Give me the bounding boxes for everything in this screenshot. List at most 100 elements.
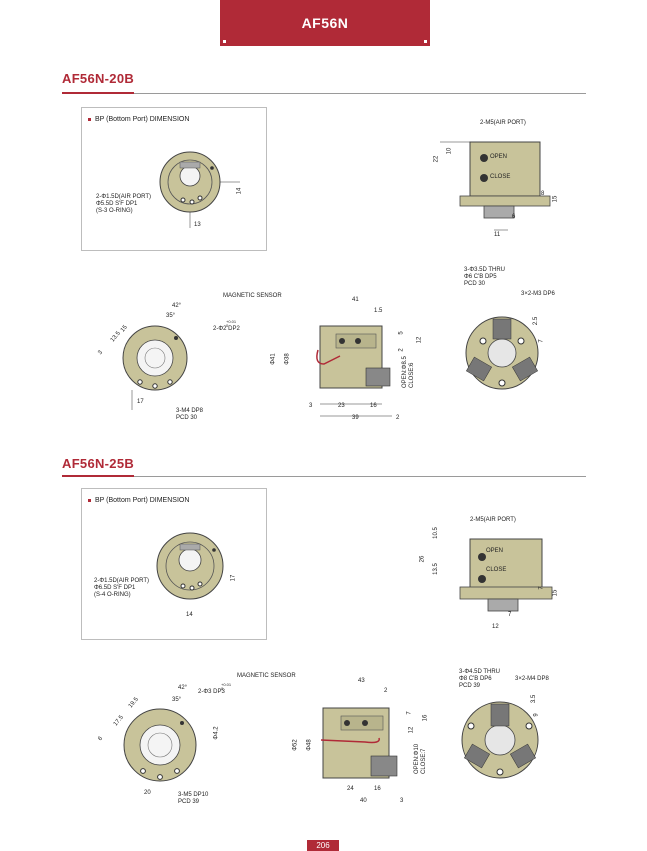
bullet-icon bbox=[88, 499, 91, 502]
section-underline-accent bbox=[62, 92, 134, 94]
left-dim-angle-outer: 42° bbox=[172, 303, 182, 309]
front-dim-6: Φ38 bbox=[284, 353, 291, 365]
front-view-drawing bbox=[316, 325, 392, 417]
port-close-label: CLOSE bbox=[490, 174, 511, 180]
port-open-label: OPEN bbox=[490, 154, 508, 160]
bp-dimension-label: BP (Bottom Port) DIMENSION bbox=[88, 497, 189, 504]
left-dim-angle-inner: 35° bbox=[166, 313, 176, 319]
side-airport-callout: 2-M5(AIR PORT) bbox=[470, 517, 516, 523]
right-thru-callout: 3-Φ4.5D THRU Φ8 C'B DP6 PCD 39 bbox=[459, 669, 501, 689]
left-dim-angle-outer: 42° bbox=[178, 685, 188, 691]
bp-dimension-label: BP (Bottom Port) DIMENSION bbox=[88, 116, 189, 123]
model-header-tab: AF56N bbox=[220, 0, 430, 46]
port-open-label: OPEN bbox=[486, 548, 504, 554]
front-dim-5: Φ52 bbox=[292, 739, 299, 751]
front-dim-9: 40 bbox=[360, 798, 367, 804]
front-dim-8: 23 bbox=[338, 403, 345, 409]
left-dowel-tolerance: +0.01 0 bbox=[221, 682, 232, 691]
side-dim-5: 11 bbox=[494, 232, 501, 238]
bp-dimension-text: BP (Bottom Port) DIMENSION bbox=[95, 116, 190, 123]
side-dim-5: 7 bbox=[508, 612, 512, 618]
left-dowel-callout: 2-Φ3 DP3 bbox=[198, 689, 225, 695]
stroke-label: OPEN:Φ8.5 CLOSE:6 bbox=[402, 356, 415, 388]
left-dowel-tolerance: +0.01 0 bbox=[226, 319, 237, 328]
front-dim-2: 5 bbox=[398, 331, 405, 335]
bp-dimension-text: BP (Bottom Port) DIMENSION bbox=[95, 497, 190, 504]
section-title-20b: AF56N-20B bbox=[62, 71, 135, 86]
left-dowel-callout: 2-Φ2 DP2 bbox=[213, 326, 240, 332]
header-corner-dot-left bbox=[223, 40, 226, 43]
right-view-drawing bbox=[465, 316, 539, 390]
front-dim-2: 7 bbox=[406, 711, 413, 715]
bp-dim-vertical: 14 bbox=[236, 187, 243, 195]
front-dim-9: 16 bbox=[370, 403, 377, 409]
bp-dim-horizontal: 13 bbox=[194, 222, 201, 228]
left-bolt-callout: 3-M5 DP10 PCD 39 bbox=[178, 792, 209, 805]
bp-dim-vertical: 17 bbox=[230, 574, 237, 582]
front-dim-5: Φ41 bbox=[270, 353, 277, 365]
front-dim-0: 43 bbox=[358, 678, 365, 684]
front-dim-8: 16 bbox=[374, 786, 381, 792]
left-view-drawing bbox=[123, 708, 197, 782]
front-dim-10: 3 bbox=[400, 798, 404, 804]
left-dim-3: 17 bbox=[137, 399, 144, 405]
front-dim-7: 24 bbox=[347, 786, 354, 792]
left-dim-2: 3 bbox=[97, 349, 105, 357]
header-corner-dot-right bbox=[424, 40, 427, 43]
bullet-icon bbox=[88, 118, 91, 121]
front-dim-1: 2 bbox=[384, 688, 388, 694]
front-dim-7: 3 bbox=[309, 403, 313, 409]
page-number: 206 bbox=[307, 840, 339, 851]
side-dim-4: 6 bbox=[512, 214, 516, 220]
side-dim-4: 15 bbox=[552, 589, 559, 597]
side-dim-0: 10.5 bbox=[432, 527, 439, 539]
right-dim-0: 3.5 bbox=[531, 694, 538, 704]
right-dim-0: 2.5 bbox=[533, 316, 540, 326]
front-dim-10: 39 bbox=[352, 415, 359, 421]
side-view-drawing bbox=[459, 538, 553, 612]
right-thru-callout: 3-Φ3.5D THRU Φ6 C'B DP5 PCD 30 bbox=[464, 267, 506, 287]
magnetic-sensor-label: MAGNETIC SENSOR bbox=[223, 293, 282, 299]
bp-dim-horizontal: 14 bbox=[186, 612, 193, 618]
side-dim-2: 8 bbox=[541, 191, 545, 197]
section-underline-accent bbox=[62, 475, 134, 477]
right-view-drawing bbox=[461, 701, 539, 779]
side-dim-0: 22 bbox=[433, 155, 440, 163]
bp-airport-callout: 2-Φ1.5D(AIR PORT) Φ6.5D S'F DP1 (S-4 O-R… bbox=[94, 578, 150, 598]
side-airport-callout: 2-M5(AIR PORT) bbox=[480, 120, 526, 126]
left-dim-angle-inner: 35° bbox=[172, 697, 182, 703]
section-underline-rule bbox=[134, 93, 586, 94]
bp-bottom-view-drawing bbox=[159, 151, 240, 228]
side-dim-3: 15 bbox=[552, 195, 559, 203]
left-dim-2: 6 bbox=[97, 735, 105, 743]
left-dim-3: 20 bbox=[144, 790, 151, 796]
front-dim-11: 2 bbox=[396, 415, 400, 421]
port-close-label: CLOSE bbox=[486, 567, 507, 573]
right-dim-1: 9 bbox=[533, 713, 540, 717]
stroke-label: OPEN:Φ10 CLOSE:7 bbox=[414, 743, 427, 774]
side-dim-6: 12 bbox=[492, 624, 499, 630]
magnetic-sensor-label: MAGNETIC SENSOR bbox=[237, 673, 296, 679]
bp-bottom-view-drawing bbox=[156, 532, 224, 600]
left-dim-4: Φ4.2 bbox=[213, 726, 220, 740]
front-dim-3: 12 bbox=[416, 336, 423, 344]
side-dim-3: 7 bbox=[538, 586, 545, 590]
section-underline-rule bbox=[134, 476, 586, 477]
front-dim-4: 16 bbox=[422, 714, 429, 722]
front-dim-6: Φ48 bbox=[306, 739, 313, 751]
right-dim-1: 7 bbox=[538, 339, 545, 343]
side-dim-1: 10 bbox=[446, 147, 453, 155]
front-view-drawing bbox=[320, 707, 398, 779]
model-header-title: AF56N bbox=[301, 15, 349, 31]
front-dim-1: 1.5 bbox=[374, 308, 383, 314]
section-title-25b: AF56N-25B bbox=[62, 456, 135, 471]
left-bolt-callout: 3-M4 DP8 PCD 30 bbox=[176, 408, 204, 421]
right-tap-callout: 3×2-M4 DP8 bbox=[515, 676, 549, 682]
right-tap-callout: 3×2-M3 DP6 bbox=[521, 291, 555, 297]
side-view-drawing bbox=[440, 141, 551, 231]
front-dim-3: 12 bbox=[408, 726, 415, 734]
front-dim-4: 2 bbox=[398, 348, 405, 352]
front-dim-0: 41 bbox=[352, 297, 359, 303]
bp-airport-callout: 2-Φ1.5D(AIR PORT) Φ5.5D S'F DP1 (S-3 O-R… bbox=[96, 194, 152, 214]
side-dim-2: 13.5 bbox=[432, 563, 439, 575]
